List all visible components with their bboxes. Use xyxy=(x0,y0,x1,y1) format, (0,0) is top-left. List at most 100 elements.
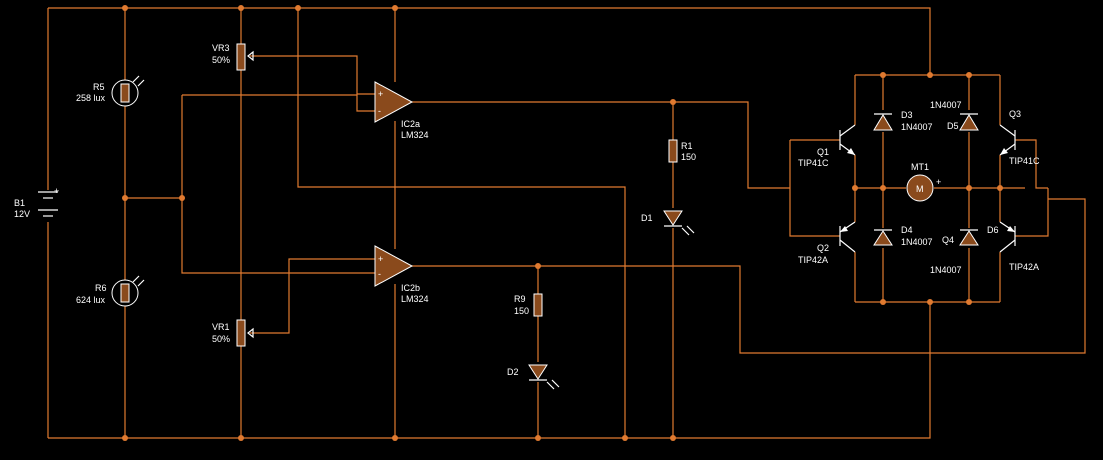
resistor-value: 150 xyxy=(514,306,529,316)
junction xyxy=(966,185,972,191)
opamp-ref: IC2b xyxy=(401,283,420,293)
emit-arrows-icon xyxy=(681,225,695,236)
junction xyxy=(238,435,244,441)
wire-q1-q2-base xyxy=(789,139,840,237)
junction xyxy=(295,5,301,11)
junction xyxy=(122,195,128,201)
wire-ic2a-output xyxy=(412,101,790,189)
wire-hbridge-top xyxy=(854,74,1001,125)
opamp-triangle xyxy=(374,81,414,123)
wire-divider-inputs xyxy=(181,95,375,274)
ldr-body xyxy=(120,283,130,303)
emit-arrows-icon xyxy=(546,379,560,390)
opamp-plus-input: + xyxy=(378,89,383,99)
transistor-value: TIP42A xyxy=(1009,262,1039,272)
junction xyxy=(670,435,676,441)
motor-plus-sign: + xyxy=(936,177,941,187)
motor-circle xyxy=(906,174,934,202)
transistor-q2[interactable]: Q2 TIP42A xyxy=(798,221,856,265)
diode-ref: D5 xyxy=(947,121,959,131)
resistor-r1[interactable]: R1 150 xyxy=(668,139,696,163)
led-d2[interactable]: D2 xyxy=(507,364,560,390)
ldr-ref: R6 xyxy=(95,283,107,293)
transistor-leads xyxy=(839,221,856,253)
ldr-r6[interactable]: R6 624 lux xyxy=(76,275,145,307)
transistor-leads xyxy=(999,221,1016,253)
resistor-ref: R1 xyxy=(681,141,693,151)
transistor-q3[interactable]: Q3 TIP41C xyxy=(999,109,1040,166)
diode-d3[interactable]: D3 1N4007 xyxy=(873,110,933,132)
ldr-body xyxy=(120,83,130,103)
diode-ref: D3 xyxy=(901,110,913,120)
pot-value: 50% xyxy=(212,55,230,65)
led-triangle xyxy=(528,364,548,380)
diode-ref: D4 xyxy=(901,225,913,235)
wire-vr3-wiper xyxy=(250,55,375,95)
led-ref: D2 xyxy=(507,367,519,377)
diode-d5[interactable]: 1N4007 D5 xyxy=(930,100,979,131)
transistor-q4[interactable]: Q4 TIP42A xyxy=(942,221,1039,272)
battery-plus-sign: + xyxy=(54,186,59,196)
opamp-ic2b[interactable]: + - IC2b LM324 xyxy=(374,245,429,304)
junction xyxy=(179,195,185,201)
diode-value: 1N4007 xyxy=(901,237,933,247)
transistor-ref: Q1 xyxy=(817,147,829,157)
diode-triangle xyxy=(959,114,979,131)
junction xyxy=(392,435,398,441)
led-d1[interactable]: D1 xyxy=(641,210,695,236)
led-triangle xyxy=(663,210,683,226)
diode-value: 1N4007 xyxy=(901,122,933,132)
wires xyxy=(47,7,1086,439)
transistor-leads xyxy=(999,124,1016,156)
ldr-value: 624 lux xyxy=(76,295,106,305)
diode-d6[interactable]: D6 1N4007 xyxy=(930,225,999,275)
transistor-value: TIP42A xyxy=(798,255,828,265)
motor-mt1[interactable]: M + MT1 xyxy=(906,162,941,202)
diode-triangle xyxy=(873,114,893,131)
transistor-leads xyxy=(839,124,856,156)
battery-value: 12V xyxy=(14,209,30,219)
pot-wiper-arrow-icon xyxy=(247,50,254,62)
opamp-ic2a[interactable]: + - IC2a LM324 xyxy=(374,81,429,140)
opamp-ref: IC2a xyxy=(401,119,420,129)
junction xyxy=(880,299,886,305)
junction xyxy=(392,5,398,11)
emitter-arrow-icon xyxy=(840,226,848,232)
wire-ic2a-vminus xyxy=(394,121,626,438)
opamp-plus-input: + xyxy=(378,254,383,264)
resistor-ref: R9 xyxy=(514,294,526,304)
pot-ref: VR3 xyxy=(212,43,230,53)
wire-top-rail xyxy=(48,7,931,75)
junction xyxy=(670,99,676,105)
junction xyxy=(535,435,541,441)
resistor-value: 150 xyxy=(681,152,696,162)
battery-ref: B1 xyxy=(14,198,25,208)
diode-d4[interactable]: D4 1N4007 xyxy=(873,225,933,247)
wire-hbridge-bottom xyxy=(854,252,1001,303)
ldr-r5[interactable]: R5 258 lux xyxy=(76,75,145,107)
transistor-value: TIP41C xyxy=(798,158,829,168)
junction xyxy=(880,185,886,191)
junction xyxy=(535,263,541,269)
emitter-arrow-icon xyxy=(1007,226,1015,232)
resistor-r9[interactable]: R9 150 xyxy=(514,293,543,317)
potentiometer-vr3[interactable]: VR3 50% xyxy=(212,43,254,71)
junction xyxy=(927,299,933,305)
pot-body xyxy=(236,43,246,71)
wire-vr1-wiper xyxy=(250,258,375,334)
emitter-arrow-icon xyxy=(847,148,855,155)
opamp-minus-input: - xyxy=(378,269,381,279)
potentiometer-vr1[interactable]: VR1 50% xyxy=(212,319,254,347)
diode-value: 1N4007 xyxy=(930,265,962,275)
transistor-q1[interactable]: Q1 TIP41C xyxy=(798,124,856,168)
led-ref: D1 xyxy=(641,213,653,223)
diode-triangle xyxy=(873,230,893,246)
motor-ref: MT1 xyxy=(911,162,929,172)
light-arrows-icon xyxy=(132,75,145,87)
pot-body xyxy=(236,319,246,347)
battery-b1[interactable]: + B1 12V xyxy=(14,186,59,219)
opamp-triangle xyxy=(374,245,414,287)
wire-ic-supply xyxy=(297,8,396,249)
